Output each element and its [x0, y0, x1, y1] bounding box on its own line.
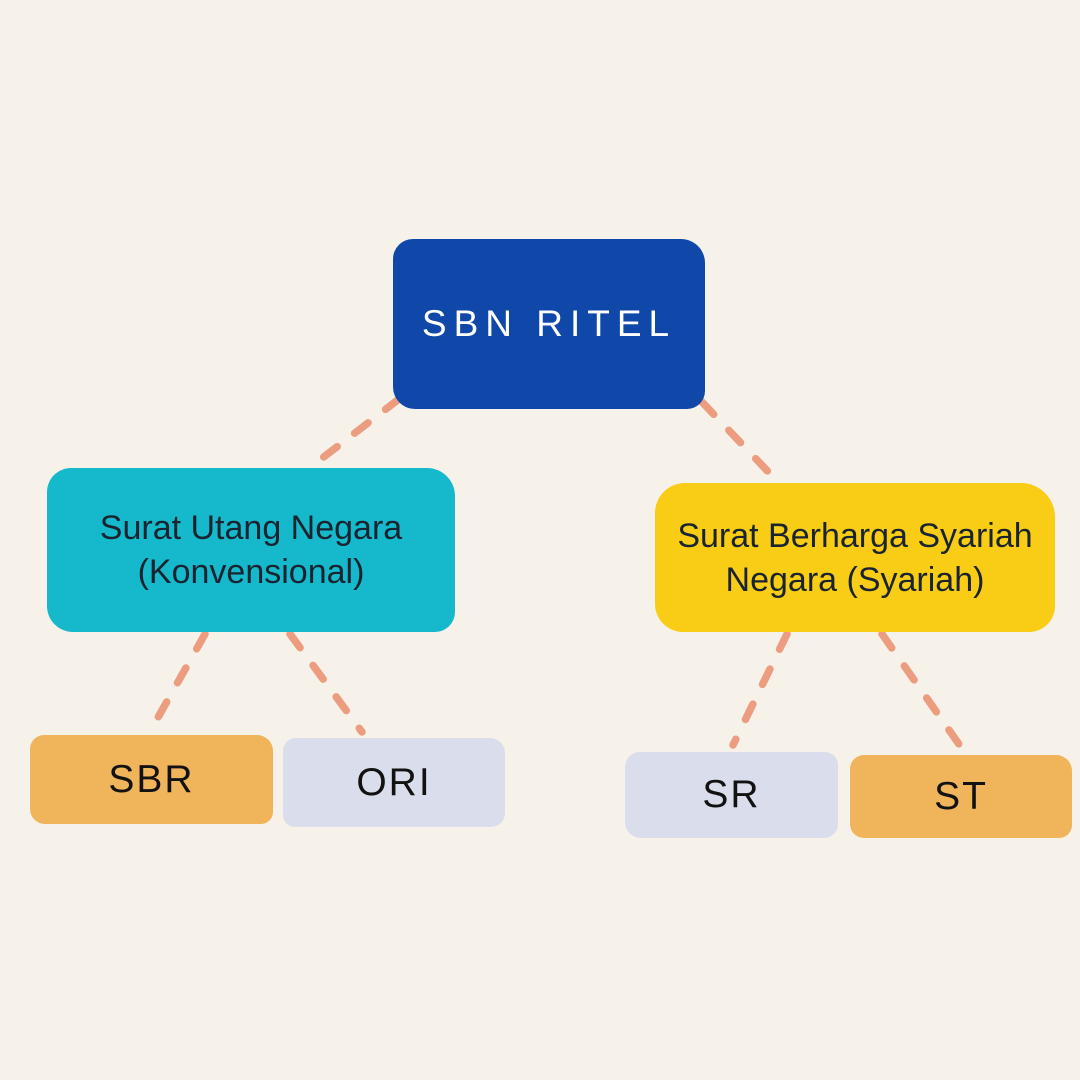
node-ori-label: ORI: [356, 760, 432, 804]
connector-sharia-to-sr: [729, 630, 791, 749]
node-sbr: SBR: [30, 735, 273, 824]
connector-conventional-to-sbr: [148, 630, 209, 732]
node-surat-utang-negara-label-line2: (Konvensional): [137, 553, 365, 591]
node-surat-berharga-syariah-label-line2: Negara (Syariah): [725, 560, 985, 599]
node-surat-berharga-syariah-label: Surat Berharga Syariah Negara (Syariah): [677, 514, 1032, 602]
connector-conventional-to-ori: [286, 630, 366, 736]
connector-root-to-conventional: [308, 395, 403, 470]
node-surat-berharga-syariah: Surat Berharga Syariah Negara (Syariah): [655, 483, 1055, 632]
node-surat-utang-negara-label: Surat Utang Negara (Konvensional): [100, 506, 402, 594]
node-st: ST: [850, 755, 1072, 838]
node-ori: ORI: [283, 738, 505, 827]
connector-root-to-sharia: [698, 398, 780, 484]
connector-sharia-to-st: [878, 630, 967, 754]
node-st-label: ST: [934, 774, 988, 818]
node-sbn-ritel: SBN RITEL: [393, 239, 705, 409]
node-surat-utang-negara: Surat Utang Negara (Konvensional): [47, 468, 455, 632]
node-sbn-ritel-label: SBN RITEL: [421, 303, 677, 344]
node-sr-label: SR: [702, 773, 761, 816]
node-surat-berharga-syariah-label-line1: Surat Berharga Syariah: [677, 516, 1033, 555]
node-surat-utang-negara-label-line1: Surat Utang Negara: [99, 509, 403, 547]
node-sr: SR: [625, 752, 838, 838]
node-sbr-label: SBR: [108, 757, 195, 801]
